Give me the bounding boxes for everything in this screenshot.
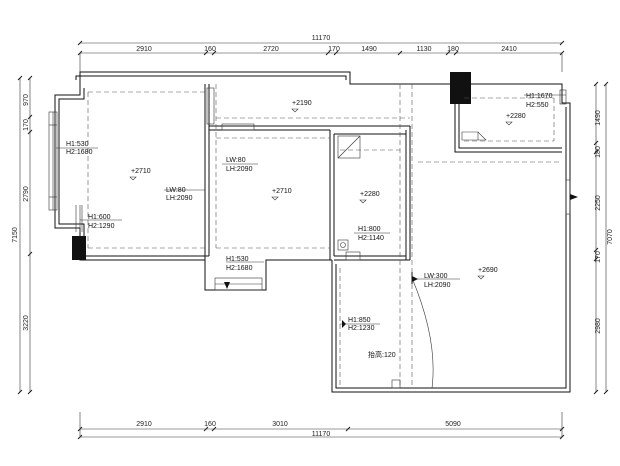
- right-dim-2: 180: [595, 146, 602, 158]
- door-mid-lh: LH:2090: [226, 166, 253, 173]
- left-dimension-chain: 7150 970 170 2790 3220: [12, 75, 33, 395]
- window-topright-h1: H1:1670: [526, 93, 553, 100]
- main-door-swing: [411, 272, 434, 389]
- top-dim-3: 2720: [263, 46, 279, 53]
- outer-walls: [54, 71, 571, 393]
- window-small-h2: H2:1290: [88, 223, 115, 230]
- left-dim-2: 170: [23, 119, 30, 131]
- top-total-dim: 11170: [312, 35, 331, 42]
- kitchen-fixture: [461, 131, 487, 141]
- window-bottom-h1: H1:530: [226, 256, 249, 263]
- right-dim-4: 170: [595, 251, 602, 263]
- window-leaders: [56, 94, 566, 328]
- ceiling-dashed-lines: [87, 84, 560, 388]
- ceiling-living: +2690: [478, 267, 498, 274]
- top-dim-8: 2410: [501, 46, 517, 53]
- column-top-right: [450, 72, 471, 104]
- ceiling-bath: +2280: [360, 191, 380, 198]
- right-total-dim: 7070: [607, 229, 614, 245]
- door-main-lw: LW:300: [424, 273, 448, 280]
- door-left-lw: LW:80: [166, 187, 186, 194]
- left-total-dim: 7150: [12, 227, 19, 243]
- window-lower-h2: H2:1230: [348, 325, 375, 332]
- door-main-lh: LH:2090: [424, 282, 451, 289]
- door-left-lh: LH:2090: [166, 195, 193, 202]
- window-lower-h1: H1:850: [348, 317, 371, 324]
- top-dim-5: 1490: [361, 46, 377, 53]
- ceiling-top-corridor: +2190: [292, 100, 312, 107]
- door-mid-lw: LW:80: [226, 157, 246, 164]
- top-dim-4: 170: [328, 46, 340, 53]
- window-left-h2: H2:1680: [66, 149, 93, 156]
- window-small-h1: H1:600: [88, 214, 111, 221]
- ceiling-kitchen: +2280: [506, 113, 526, 120]
- bottom-dim-1: 2910: [136, 421, 152, 428]
- bay-window-left: [48, 111, 58, 211]
- interior-walls: [204, 84, 562, 261]
- left-dim-3: 2790: [23, 186, 30, 202]
- bottom-dim-2: 160: [204, 421, 216, 428]
- right-dimension-chain: 1490 180 2250 170 2980 7070: [593, 81, 614, 395]
- right-dim-3: 2250: [595, 195, 602, 211]
- top-dim-7: 180: [447, 46, 459, 53]
- top-dimension-chain: 11170 2910 160 2720 170 1490 1130 180 24…: [77, 35, 565, 72]
- column-left: [72, 236, 86, 260]
- bottom-dimension-chain: 2910 160 3010 5090 11170: [77, 412, 565, 440]
- elevation-markers: [129, 108, 513, 280]
- bottom-window: [214, 277, 263, 291]
- raise-note: 抬高:120: [368, 350, 396, 359]
- window-topright-h2: H2:550: [526, 102, 549, 109]
- ceiling-mid-room: +2710: [272, 188, 292, 195]
- top-dim-2: 160: [204, 46, 216, 53]
- top-dim-6: 1130: [416, 46, 431, 53]
- right-dim-5: 2980: [595, 318, 602, 334]
- bottom-dim-3: 3010: [272, 421, 288, 428]
- ceiling-left-room: +2710: [131, 168, 151, 175]
- bottom-total-dim: 11170: [312, 431, 331, 438]
- window-left-h1: H1:530: [66, 141, 89, 148]
- window-bath-h2: H2:1140: [358, 235, 384, 242]
- left-dim-1: 970: [23, 94, 30, 106]
- bathroom-fixtures: [337, 135, 401, 389]
- top-dim-1: 2910: [136, 46, 152, 53]
- right-dim-1: 1490: [595, 110, 602, 126]
- bottom-dim-4: 5090: [445, 421, 461, 428]
- right-side-window: [559, 89, 578, 215]
- annotation-labels: H1:530 H2:1680 +2710 LW:80 LH:2090 H1:60…: [66, 93, 553, 359]
- window-bath-h1: H1:800: [358, 226, 381, 233]
- small-window-left: [75, 205, 83, 232]
- left-dim-4: 3220: [23, 315, 30, 331]
- window-bottom-h2: H2:1680: [226, 265, 253, 272]
